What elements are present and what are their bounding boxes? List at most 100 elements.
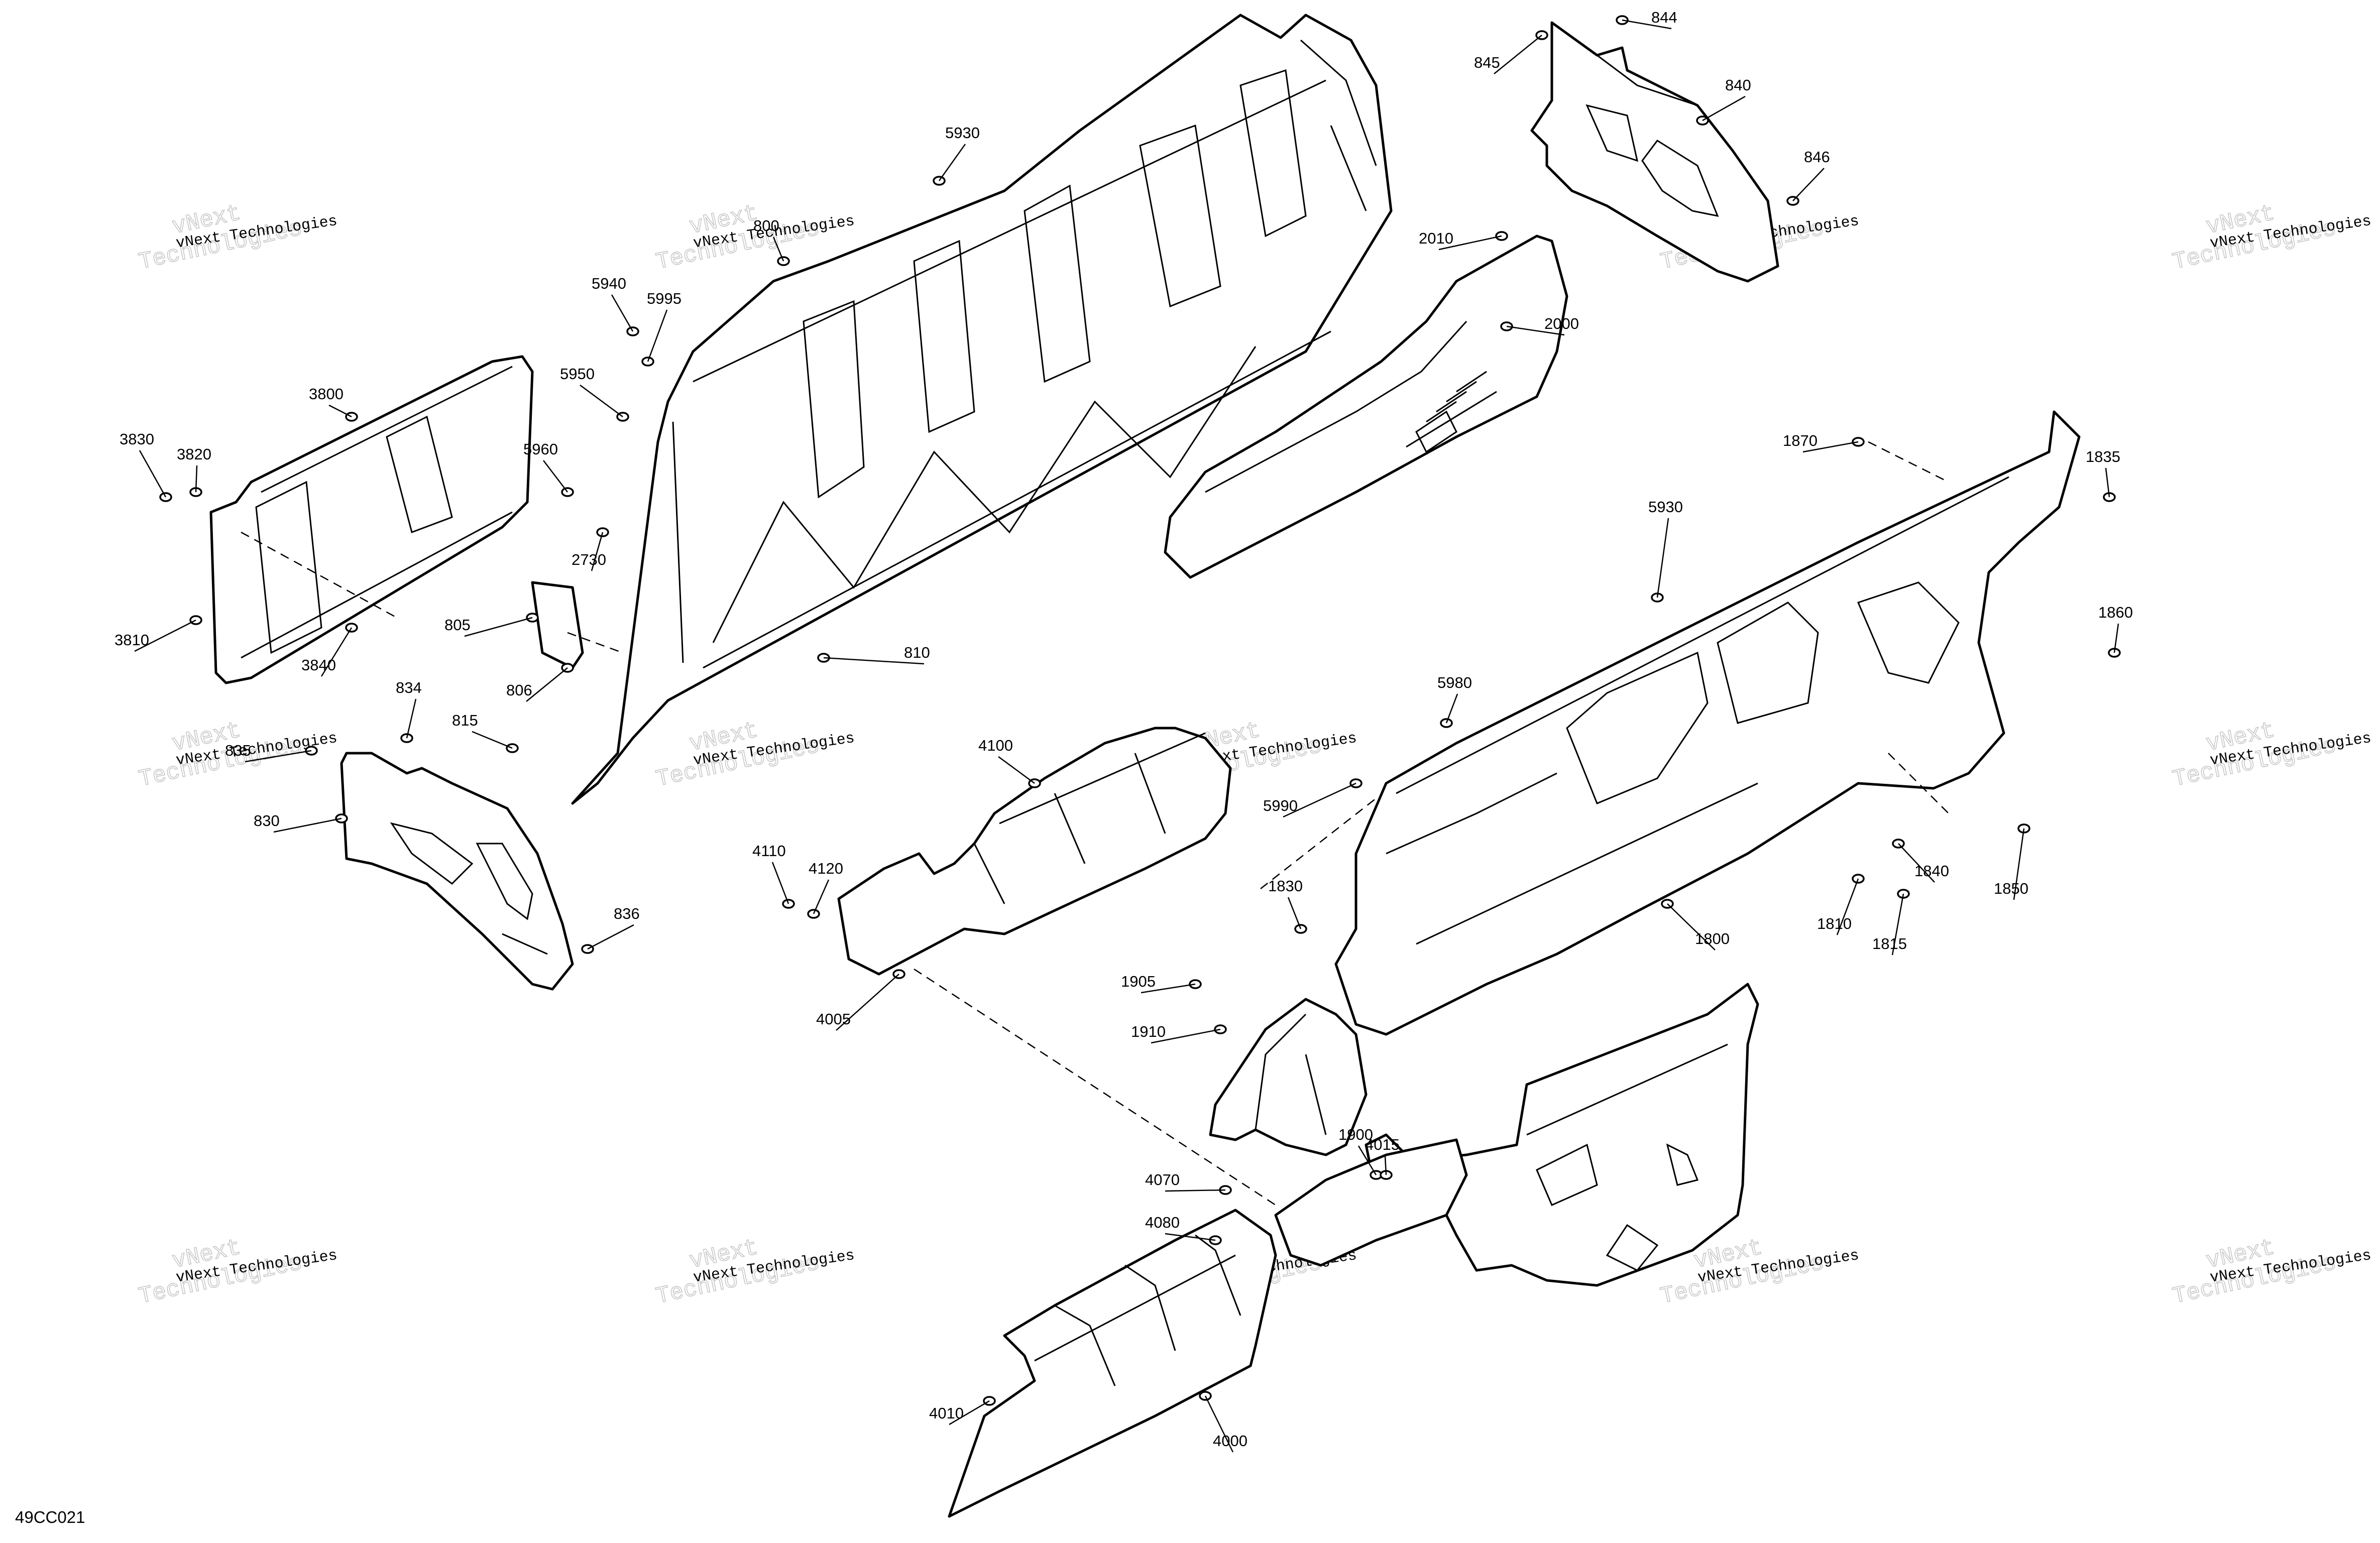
callout-leader — [772, 236, 784, 262]
callout-5995: 5995 — [647, 290, 682, 307]
callout-leader — [472, 731, 513, 749]
callout-845: 845 — [1474, 54, 1500, 71]
callout-840: 840 — [1725, 76, 1751, 94]
callout-leader — [543, 460, 568, 493]
callout-830: 830 — [254, 812, 280, 829]
part-840-upper-guard — [1530, 21, 1779, 283]
callout-leader — [1287, 897, 1302, 929]
callout-1840: 1840 — [1914, 862, 1949, 880]
part-3800-left-panel — [209, 355, 534, 684]
callout-leader — [406, 698, 417, 739]
callout-1910: 1910 — [1131, 1023, 1166, 1040]
callout-4100: 4100 — [978, 737, 1013, 754]
callout-leader — [1165, 1189, 1226, 1192]
callout-leader — [1445, 693, 1458, 724]
callout-leader — [1656, 518, 1669, 598]
callout-810: 810 — [904, 644, 930, 661]
callout-leader — [1667, 903, 1716, 951]
callout-4110: 4110 — [752, 842, 786, 860]
callout-leader — [591, 532, 604, 571]
callout-1815: 1815 — [1872, 935, 1907, 953]
part-4000-lower-duct — [948, 1209, 1277, 1518]
callout-leader — [1204, 1395, 1234, 1453]
callout-846: 846 — [1804, 148, 1830, 166]
callout-leader — [1357, 1145, 1377, 1175]
parts-layer — [209, 14, 2081, 1518]
callout-leader — [139, 450, 167, 498]
callout-leader — [1151, 1028, 1221, 1044]
callouts-layer: 800 805 806 810 815 830 834 835 836 840 844 845 846 1… — [115, 9, 2133, 1453]
callout-805: 805 — [444, 616, 471, 634]
part-2000-rail-bracket — [1164, 234, 1568, 579]
callout-1850: 1850 — [1994, 880, 2028, 897]
callout-leader — [836, 974, 899, 1031]
callout-leader — [813, 879, 830, 914]
callout-leader — [1802, 441, 1859, 453]
callout-800: 800 — [753, 217, 779, 234]
callout-leader — [1506, 325, 1565, 336]
callout-leader — [1384, 1155, 1387, 1175]
callout-2000: 2000 — [1544, 315, 1579, 332]
callout-4070: 4070 — [1145, 1171, 1180, 1189]
part-1800-right-frame — [1334, 410, 2081, 1036]
callout-leader — [2105, 467, 2110, 498]
callout-leader — [580, 384, 623, 418]
callout-834: 834 — [396, 679, 422, 696]
callout-leader — [823, 657, 925, 665]
callout-leader — [273, 817, 342, 833]
callout-leader — [587, 924, 634, 950]
callout-835: 835 — [225, 742, 251, 759]
callout-leader — [647, 309, 668, 362]
callout-leader — [611, 294, 634, 332]
callout-leader — [1438, 235, 1502, 251]
alignment-line-840 — [1260, 798, 1377, 889]
callout-815: 815 — [452, 711, 478, 729]
callout-5930: 5930 — [945, 124, 980, 142]
callout-5980: 5980 — [1437, 674, 1472, 691]
callout-leader — [2013, 828, 2025, 900]
callout-844: 844 — [1651, 9, 1677, 26]
callout-leader — [1702, 95, 1746, 122]
callout-3810: 3810 — [115, 631, 149, 649]
alignment-line-805 — [567, 632, 623, 654]
callout-leader — [1494, 35, 1542, 74]
callout-leader — [1898, 843, 1935, 883]
callout-5940: 5940 — [592, 275, 626, 292]
callout-5990: 5990 — [1263, 797, 1298, 814]
callout-1900: 1900 — [1338, 1126, 1373, 1143]
part-805-plate — [531, 581, 584, 669]
part-4015-mid-duct — [1274, 1138, 1468, 1267]
callout-leader — [1836, 878, 1859, 935]
callout-leader — [195, 465, 198, 493]
callout-4120: 4120 — [809, 860, 843, 877]
callout-1810: 1810 — [1817, 915, 1852, 932]
callout-leader — [1283, 782, 1356, 818]
part-bracket-1900 — [1209, 998, 1368, 1156]
callout-leader — [949, 1400, 990, 1426]
callout-leader — [1165, 1233, 1216, 1241]
callout-3840: 3840 — [301, 656, 336, 674]
callout-leader — [998, 756, 1035, 784]
callout-1835: 1835 — [2086, 448, 2120, 465]
callout-4000: 4000 — [1213, 1432, 1248, 1450]
callout-leader — [771, 862, 789, 904]
callout-806: 806 — [506, 681, 532, 699]
part-800-upper-panel — [571, 14, 1393, 805]
callout-4010: 4010 — [929, 1404, 964, 1422]
callout-4005: 4005 — [816, 1010, 851, 1028]
callout-leader — [1891, 893, 1904, 956]
alignment-line-4005 — [914, 968, 1276, 1206]
callout-2010: 2010 — [1419, 229, 1453, 247]
callout-4080: 4080 — [1145, 1214, 1180, 1231]
callout-836: 836 — [614, 905, 640, 922]
callout-leader — [526, 667, 568, 702]
callout-1905: 1905 — [1121, 973, 1156, 990]
alignment-line-1870 — [1868, 441, 1949, 483]
callout-1830: 1830 — [1268, 877, 1303, 895]
callout-5950: 5950 — [560, 365, 595, 383]
callout-leader — [320, 627, 353, 677]
callout-leader — [2113, 623, 2119, 653]
callout-4015: 4015 — [1365, 1136, 1400, 1153]
callout-1860: 1860 — [2098, 604, 2133, 621]
